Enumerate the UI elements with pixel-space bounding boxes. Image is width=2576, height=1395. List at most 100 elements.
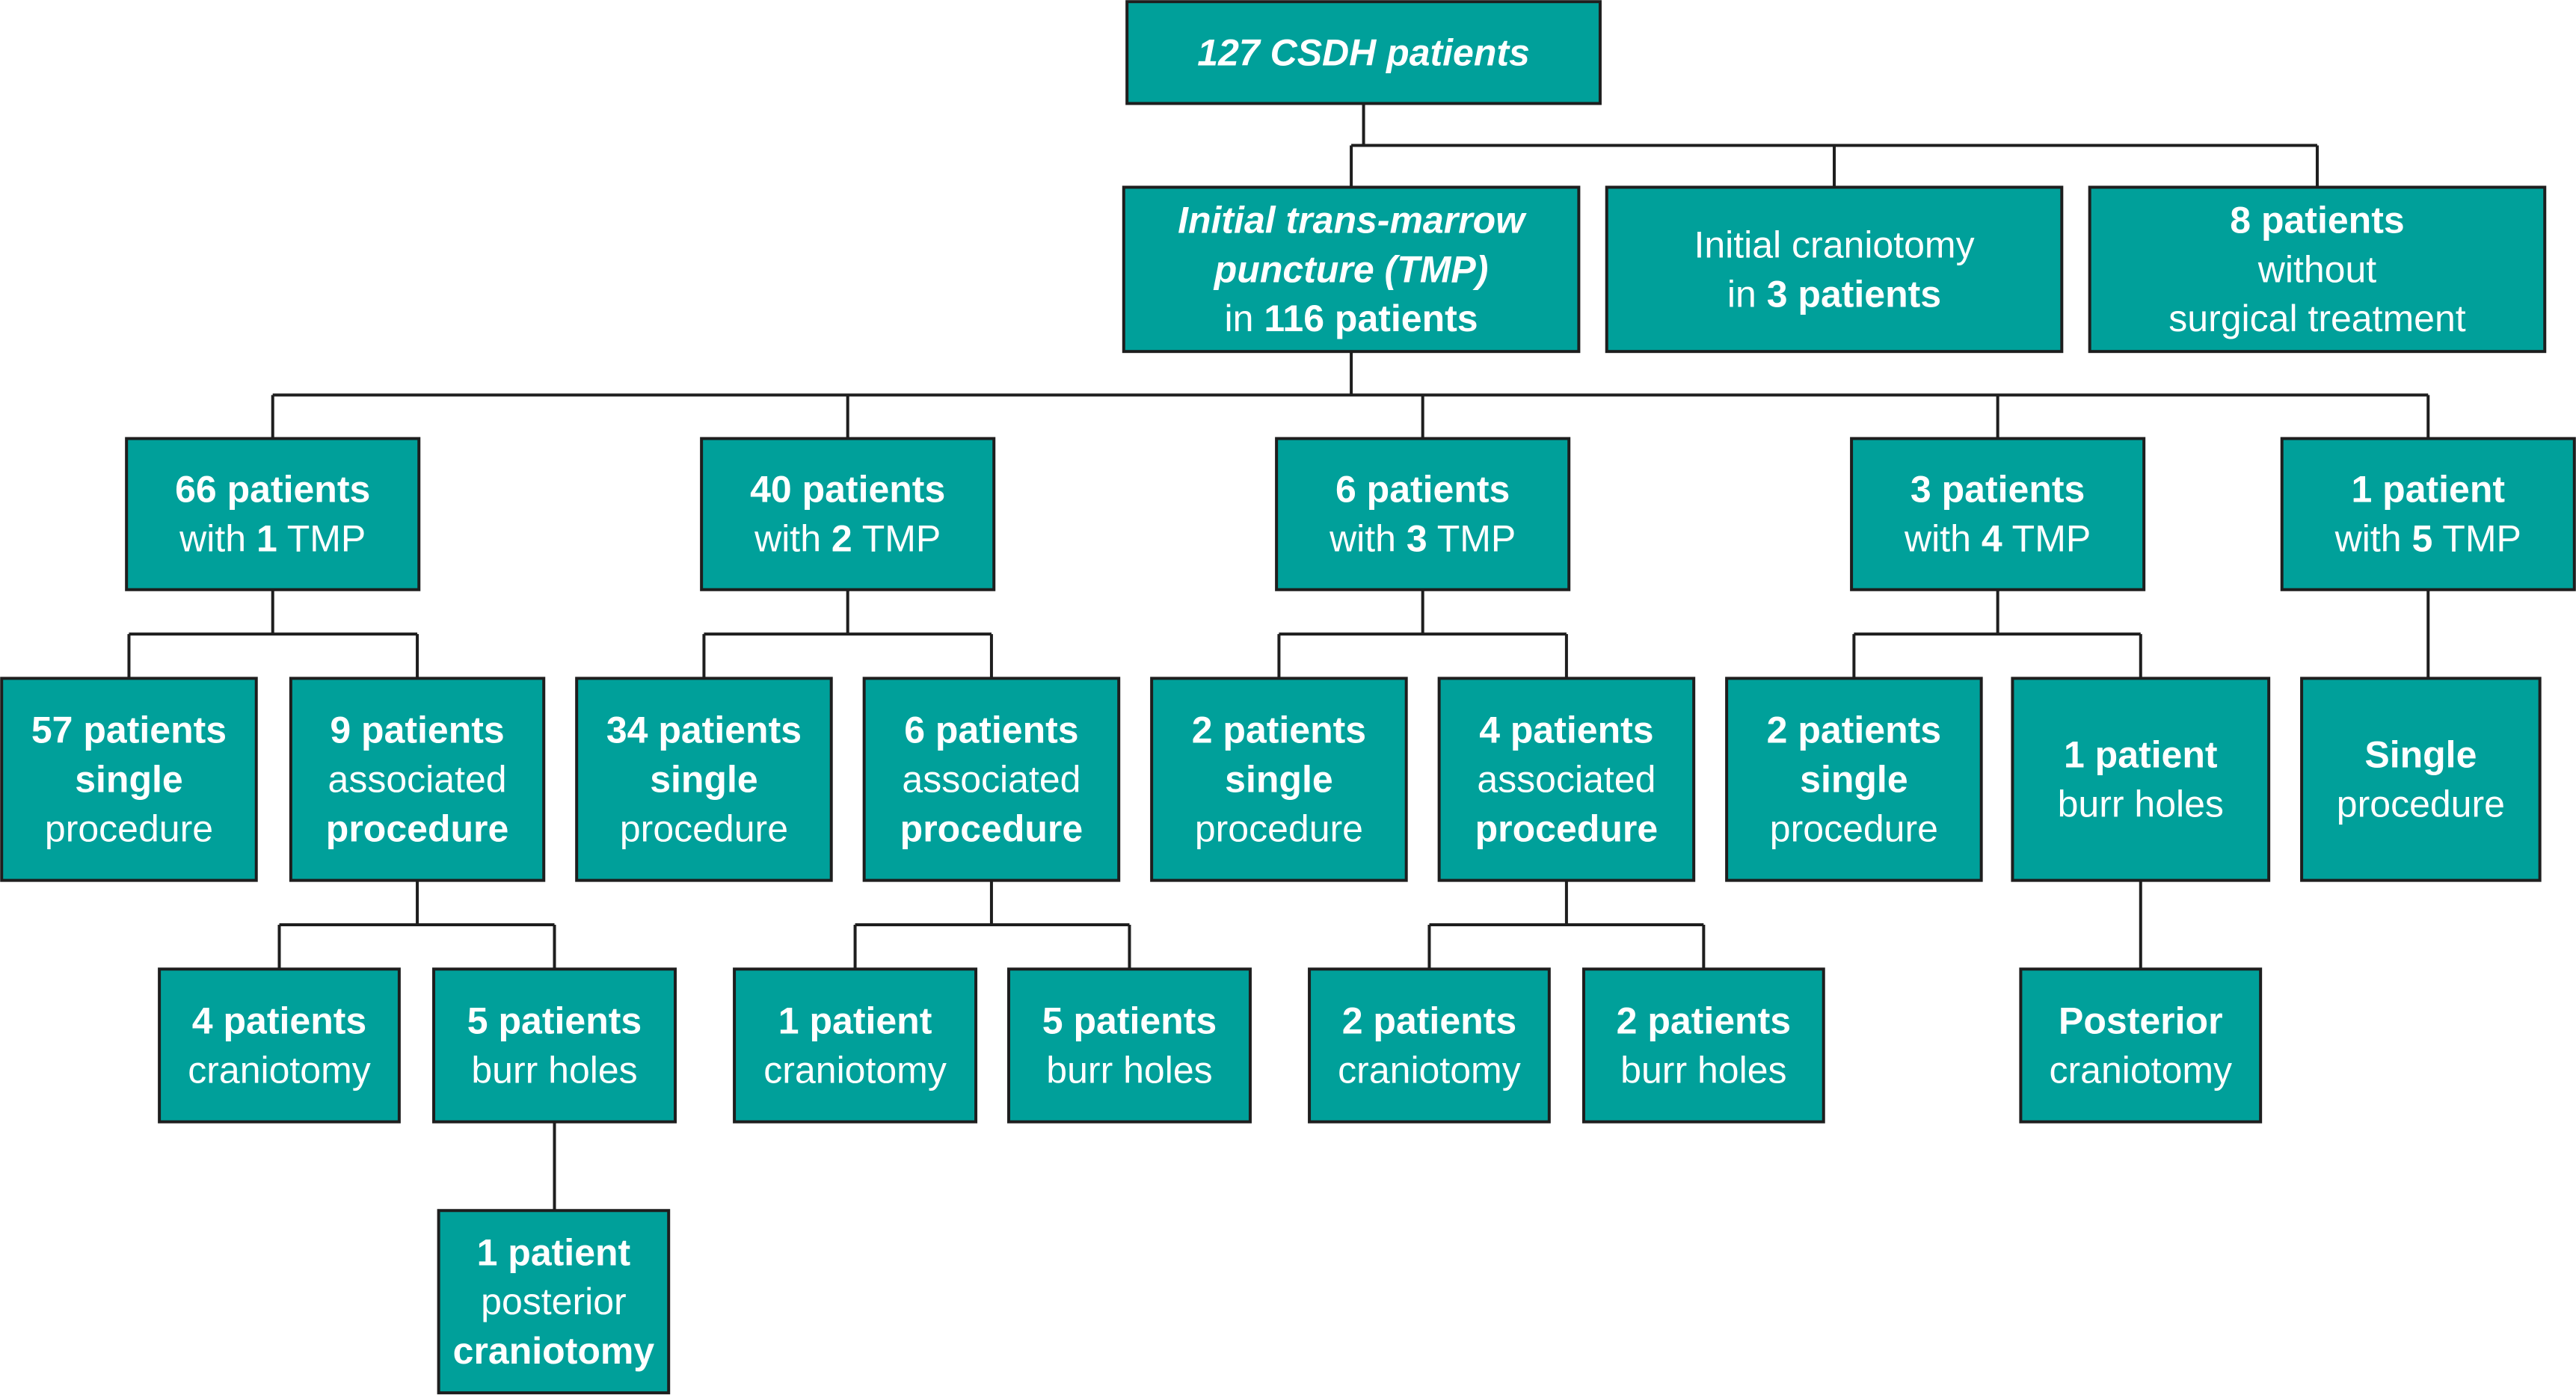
node-text-run: Initial craniotomy (1694, 224, 1974, 265)
node-text-run: 3 (1407, 518, 1427, 560)
node-text-run: single (1225, 759, 1332, 801)
node-text-line: with 1 TMP (179, 518, 366, 560)
node-text-run: craniotomy (1338, 1049, 1521, 1091)
node-nosurg: 8 patients without surgical treatment (2088, 185, 2547, 354)
node-text-line: procedure (2337, 783, 2505, 825)
node-text-run: without (2257, 248, 2377, 290)
node-text-run: procedure (1475, 807, 1659, 849)
node-box (2019, 967, 2263, 1124)
node-text-line: 2 patients (1342, 1000, 1516, 1041)
node-text-run: associated (328, 759, 507, 801)
node-text-line: 2 patients (1192, 709, 1366, 751)
node-text-run: 1 patient (2351, 469, 2505, 511)
node-text-run: TMP (277, 518, 366, 560)
node-s5: Single procedure (2300, 677, 2542, 882)
node-text-line: 1 patient (477, 1231, 631, 1273)
connector-lines (127, 103, 2430, 1211)
node-text-run: craniotomy (2050, 1049, 2233, 1091)
node-text-run: surgical treatment (2168, 298, 2465, 339)
node-text-line: with 3 TMP (1329, 518, 1516, 560)
node-text-line: procedure (1770, 807, 1938, 849)
node-box (0, 677, 258, 882)
node-text-run: procedure (620, 807, 788, 849)
node-text-run: associated (1477, 759, 1656, 801)
node-text-line: 1 patient (2351, 469, 2505, 511)
node-text-run: single (650, 759, 757, 801)
node-text-run: with (1904, 518, 1982, 560)
node-text-run: Single (2364, 734, 2477, 776)
node-text-run: burr holes (2058, 783, 2224, 825)
node-text-line: associated (902, 759, 1080, 801)
node-text-run: Initial trans-marrow (1178, 199, 1527, 241)
node-text-run: procedure (45, 807, 213, 849)
node-b1: 5 patients burr holes (432, 967, 677, 1124)
node-text-run: craniotomy (188, 1049, 371, 1091)
node-text-line: craniotomy (1338, 1049, 1521, 1091)
node-text-line: 4 patients (192, 1000, 366, 1041)
node-box (700, 437, 996, 591)
node-text-line: Initial craniotomy (1694, 224, 1974, 265)
node-text-run: 4 patients (1479, 709, 1653, 751)
node-text-run: 4 (1982, 518, 2002, 560)
node-text-run: burr holes (471, 1049, 637, 1091)
node-text-line: procedure (620, 807, 788, 849)
node-box (1605, 185, 2064, 354)
node-text-line: without (2257, 248, 2377, 290)
node-text-line: craniotomy (188, 1049, 371, 1091)
node-text-run: 127 CSDH patients (1197, 31, 1530, 73)
node-text-run: 5 patients (467, 1000, 642, 1041)
node-text-run: in (1225, 298, 1264, 339)
node-box (158, 967, 401, 1124)
node-text-line: procedure (900, 807, 1083, 849)
node-s4: 2 patients single procedure (1725, 677, 1983, 882)
node-text-line: associated (1477, 759, 1656, 801)
node-text-run: craniotomy (763, 1049, 947, 1091)
node-text-run: procedure (1195, 807, 1363, 849)
node-text-line: 34 patients (606, 709, 802, 751)
node-text-line: 2 patients (1767, 709, 1941, 751)
node-box (733, 967, 978, 1124)
node-text-run: 2 patients (1767, 709, 1941, 751)
node-text-run: 5 patients (1042, 1000, 1217, 1041)
node-text-run: with (179, 518, 256, 560)
node-a2: 6 patients associated procedure (862, 677, 1121, 882)
node-text-run: procedure (1770, 807, 1938, 849)
node-box (1275, 437, 1571, 591)
node-box (2280, 437, 2576, 591)
node-box (1850, 437, 2146, 591)
node-text-run: 34 patients (606, 709, 802, 751)
node-text-run: TMP (2002, 518, 2091, 560)
node-text-line: procedure (1475, 807, 1659, 849)
node-text-line: 127 CSDH patients (1197, 31, 1530, 73)
node-text-line: surgical treatment (2168, 298, 2465, 339)
node-box (1581, 967, 1825, 1124)
node-c1: 4 patients craniotomy (158, 967, 401, 1124)
node-text-line: 1 patient (2064, 734, 2218, 776)
node-text-line: craniotomy (763, 1049, 947, 1091)
node-text-line: 2 patients (1617, 1000, 1791, 1041)
node-text-run: TMP (852, 518, 941, 560)
node-box (862, 677, 1121, 882)
node-text-run: 5 (2411, 518, 2432, 560)
node-text-line: single (1800, 759, 1908, 801)
node-text-run: 2 patients (1192, 709, 1366, 751)
node-text-line: craniotomy (453, 1330, 655, 1372)
node-text-run: 2 patients (1342, 1000, 1516, 1041)
node-text-run: 8 patients (2230, 199, 2404, 241)
node-text-run: procedure (326, 807, 509, 849)
node-a3: 4 patients associated procedure (1437, 677, 1696, 882)
node-text-run: posterior (481, 1281, 627, 1322)
node-text-run: 1 (256, 518, 277, 560)
node-box (289, 677, 546, 882)
node-text-line: with 5 TMP (2334, 518, 2521, 560)
node-box (1006, 967, 1252, 1124)
node-text-line: 6 patients (904, 709, 1078, 751)
